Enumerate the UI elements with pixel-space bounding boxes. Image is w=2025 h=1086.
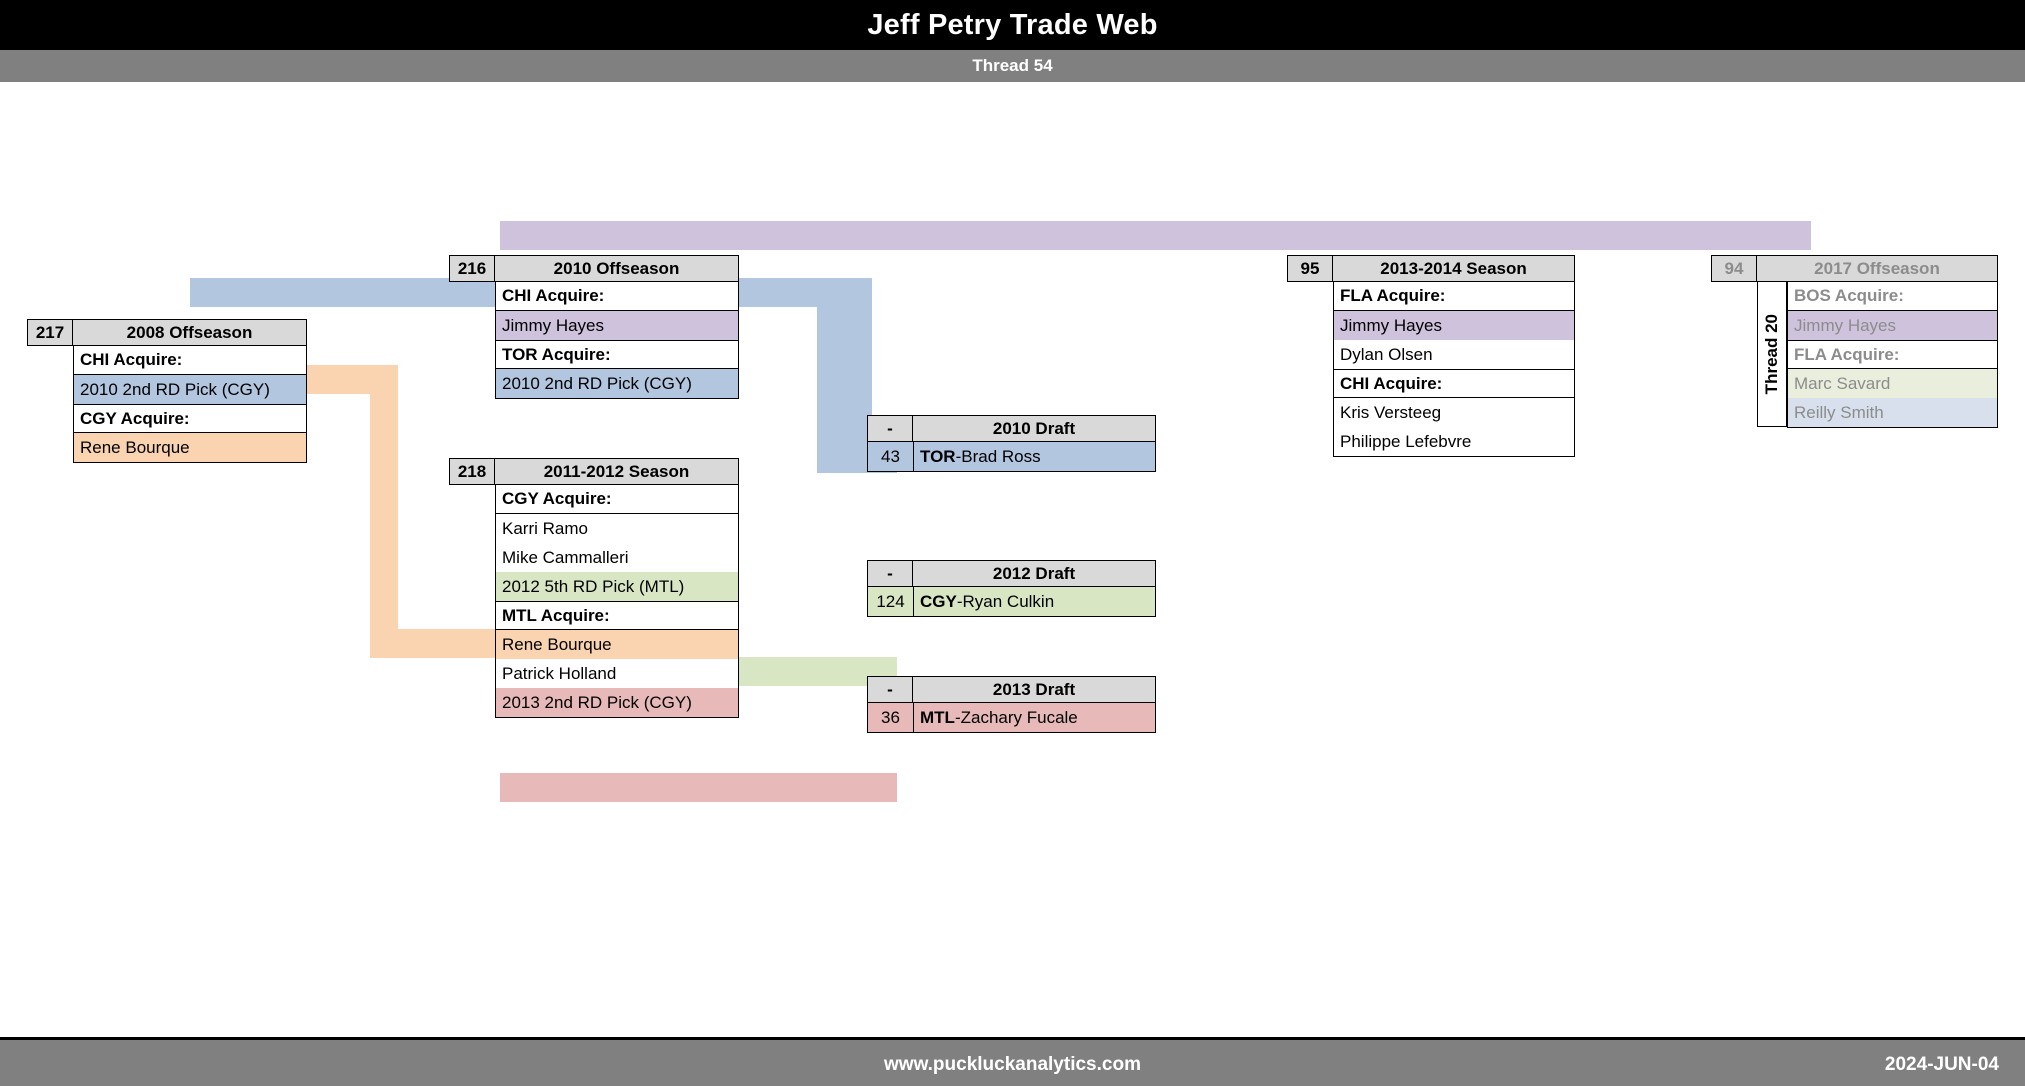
trade-row-asset[interactable]: Karri Ramo xyxy=(502,518,588,538)
trade-row-label: CGY Acquire: xyxy=(496,485,738,514)
draft-pick-row[interactable]: 36 MTL - Zachary Fucale xyxy=(868,703,1155,732)
trade-row-asset[interactable]: 2010 2nd RD Pick (CGY) xyxy=(74,375,306,404)
trade-box-95-title: 2013-2014 Season xyxy=(1333,255,1575,282)
draft-box-2010-body: 43 TOR - Brad Ross xyxy=(867,442,1156,472)
page-title: Jeff Petry Trade Web xyxy=(867,8,1158,41)
trade-row-asset[interactable]: 2010 2nd RD Pick (CGY) xyxy=(496,369,738,398)
trade-row-asset[interactable]: Marc Savard xyxy=(1788,369,1997,398)
trade-box-217-title: 2008 Offseason xyxy=(73,319,307,346)
trade-row-label: CHI Acquire: xyxy=(1334,369,1574,398)
draft-pick-number: 36 xyxy=(868,703,914,732)
draft-pick-row[interactable]: 43 TOR - Brad Ross xyxy=(868,442,1155,471)
draft-pick-team: MTL xyxy=(920,707,955,727)
trade-box-216-body: CHI Acquire: Jimmy Hayes TOR Acquire: 20… xyxy=(495,282,739,399)
draft-pick-row[interactable]: 124 CGY - Ryan Culkin xyxy=(868,587,1155,616)
trade-box-217-body: CHI Acquire: 2010 2nd RD Pick (CGY) CGY … xyxy=(73,346,307,463)
trade-row-label: MTL Acquire: xyxy=(496,601,738,630)
trade-row-asset[interactable]: Jimmy Hayes xyxy=(1788,311,1997,340)
trade-box-95-body: FLA Acquire: Jimmy Hayes Dylan Olsen CHI… xyxy=(1333,282,1575,457)
trade-row-asset[interactable]: Jimmy Hayes xyxy=(496,311,738,340)
trade-row-label: BOS Acquire: xyxy=(1788,282,1997,311)
footer-date: 2024-JUN-04 xyxy=(1884,1053,1999,1075)
draft-pick-selection: MTL - Zachary Fucale xyxy=(914,703,1078,732)
trade-row-label: FLA Acquire: xyxy=(1334,282,1574,311)
trade-row-label: FLA Acquire: xyxy=(1788,340,1997,369)
draft-box-2012-id: - xyxy=(867,560,913,587)
trade-box-218-title: 2011-2012 Season xyxy=(495,458,739,485)
draft-box-2010-id: - xyxy=(867,415,913,442)
draft-pick-team: CGY xyxy=(920,591,957,611)
trade-row-label: CHI Acquire: xyxy=(74,346,306,375)
draft-pick-player: Brad Ross xyxy=(961,446,1041,466)
trade-row-label: CHI Acquire: xyxy=(496,282,738,311)
connector-purple-faded-into-94 xyxy=(1713,221,1811,250)
trade-row-asset[interactable]: Jimmy Hayes xyxy=(1334,311,1574,340)
trade-row-label: TOR Acquire: xyxy=(496,340,738,369)
draft-pick-number: 124 xyxy=(868,587,914,616)
page-title-bar: Jeff Petry Trade Web xyxy=(0,0,2025,50)
connector-orange-into-218 xyxy=(370,629,500,658)
draft-pick-selection: CGY - Ryan Culkin xyxy=(914,587,1054,616)
draft-pick-player: Ryan Culkin xyxy=(962,591,1055,611)
trade-row-asset[interactable]: Mike Cammalleri xyxy=(502,547,629,567)
trade-row-asset[interactable]: Dylan Olsen xyxy=(1340,344,1433,364)
draft-pick-selection: TOR - Brad Ross xyxy=(914,442,1041,471)
trade-box-94-id: 94 xyxy=(1711,255,1757,282)
connector-orange-vertical xyxy=(370,365,398,658)
trade-row-asset[interactable]: Rene Bourque xyxy=(496,630,738,659)
draft-pick-separator: - xyxy=(955,446,962,466)
trade-row-asset[interactable]: 2013 2nd RD Pick (CGY) xyxy=(496,688,738,717)
trade-box-216-id: 216 xyxy=(449,255,495,282)
footer-website[interactable]: www.puckluckanalytics.com xyxy=(884,1053,1141,1075)
diagram-canvas: 217 2008 Offseason CHI Acquire: 2010 2nd… xyxy=(0,82,2025,1037)
draft-pick-separator: - xyxy=(956,591,963,611)
connector-red-218-to-2013-draft xyxy=(500,773,897,802)
trade-row-asset[interactable]: Rene Bourque xyxy=(74,433,306,462)
draft-box-2013-id: - xyxy=(867,676,913,703)
trade-row-asset[interactable]: 2012 5th RD Pick (MTL) xyxy=(496,572,738,601)
trade-box-94-title: 2017 Offseason xyxy=(1757,255,1998,282)
trade-box-94-body: BOS Acquire: Jimmy Hayes FLA Acquire: Ma… xyxy=(1787,282,1998,428)
draft-box-2013-body: 36 MTL - Zachary Fucale xyxy=(867,703,1156,733)
draft-pick-player: Zachary Fucale xyxy=(960,707,1078,727)
thread-subtitle-bar: Thread 54 xyxy=(0,50,2025,85)
draft-pick-number: 43 xyxy=(868,442,914,471)
trade-box-95-id: 95 xyxy=(1287,255,1333,282)
thread-20-label-text: Thread 20 xyxy=(1762,313,1781,395)
thread-20-side-label[interactable]: Thread 20 xyxy=(1757,282,1787,427)
page-footer-bar: www.puckluckanalytics.com 2024-JUN-04 xyxy=(0,1037,2025,1086)
draft-pick-team: TOR xyxy=(920,446,956,466)
trade-box-218-id: 218 xyxy=(449,458,495,485)
draft-box-2012-body: 124 CGY - Ryan Culkin xyxy=(867,587,1156,617)
trade-box-216-title: 2010 Offseason xyxy=(495,255,739,282)
draft-box-2013-title: 2013 Draft xyxy=(913,676,1156,703)
connector-purple-216-to-95-to-94 xyxy=(500,221,1713,250)
trade-row-asset[interactable]: Reilly Smith xyxy=(1788,398,1997,427)
trade-row-asset[interactable]: Patrick Holland xyxy=(502,663,617,683)
connector-blue-down-to-2010-draft xyxy=(817,278,872,444)
trade-row-label: CGY Acquire: xyxy=(74,404,306,433)
draft-box-2012-title: 2012 Draft xyxy=(913,560,1156,587)
draft-pick-separator: - xyxy=(954,707,961,727)
trade-row-asset[interactable]: Kris Versteeg xyxy=(1340,402,1442,422)
draft-box-2010-title: 2010 Draft xyxy=(913,415,1156,442)
trade-box-218-body: CGY Acquire: Karri Ramo Mike Cammalleri … xyxy=(495,485,739,718)
thread-subtitle: Thread 54 xyxy=(972,56,1053,75)
trade-row-asset[interactable]: Philippe Lefebvre xyxy=(1340,431,1472,451)
trade-box-217-id: 217 xyxy=(27,319,73,346)
